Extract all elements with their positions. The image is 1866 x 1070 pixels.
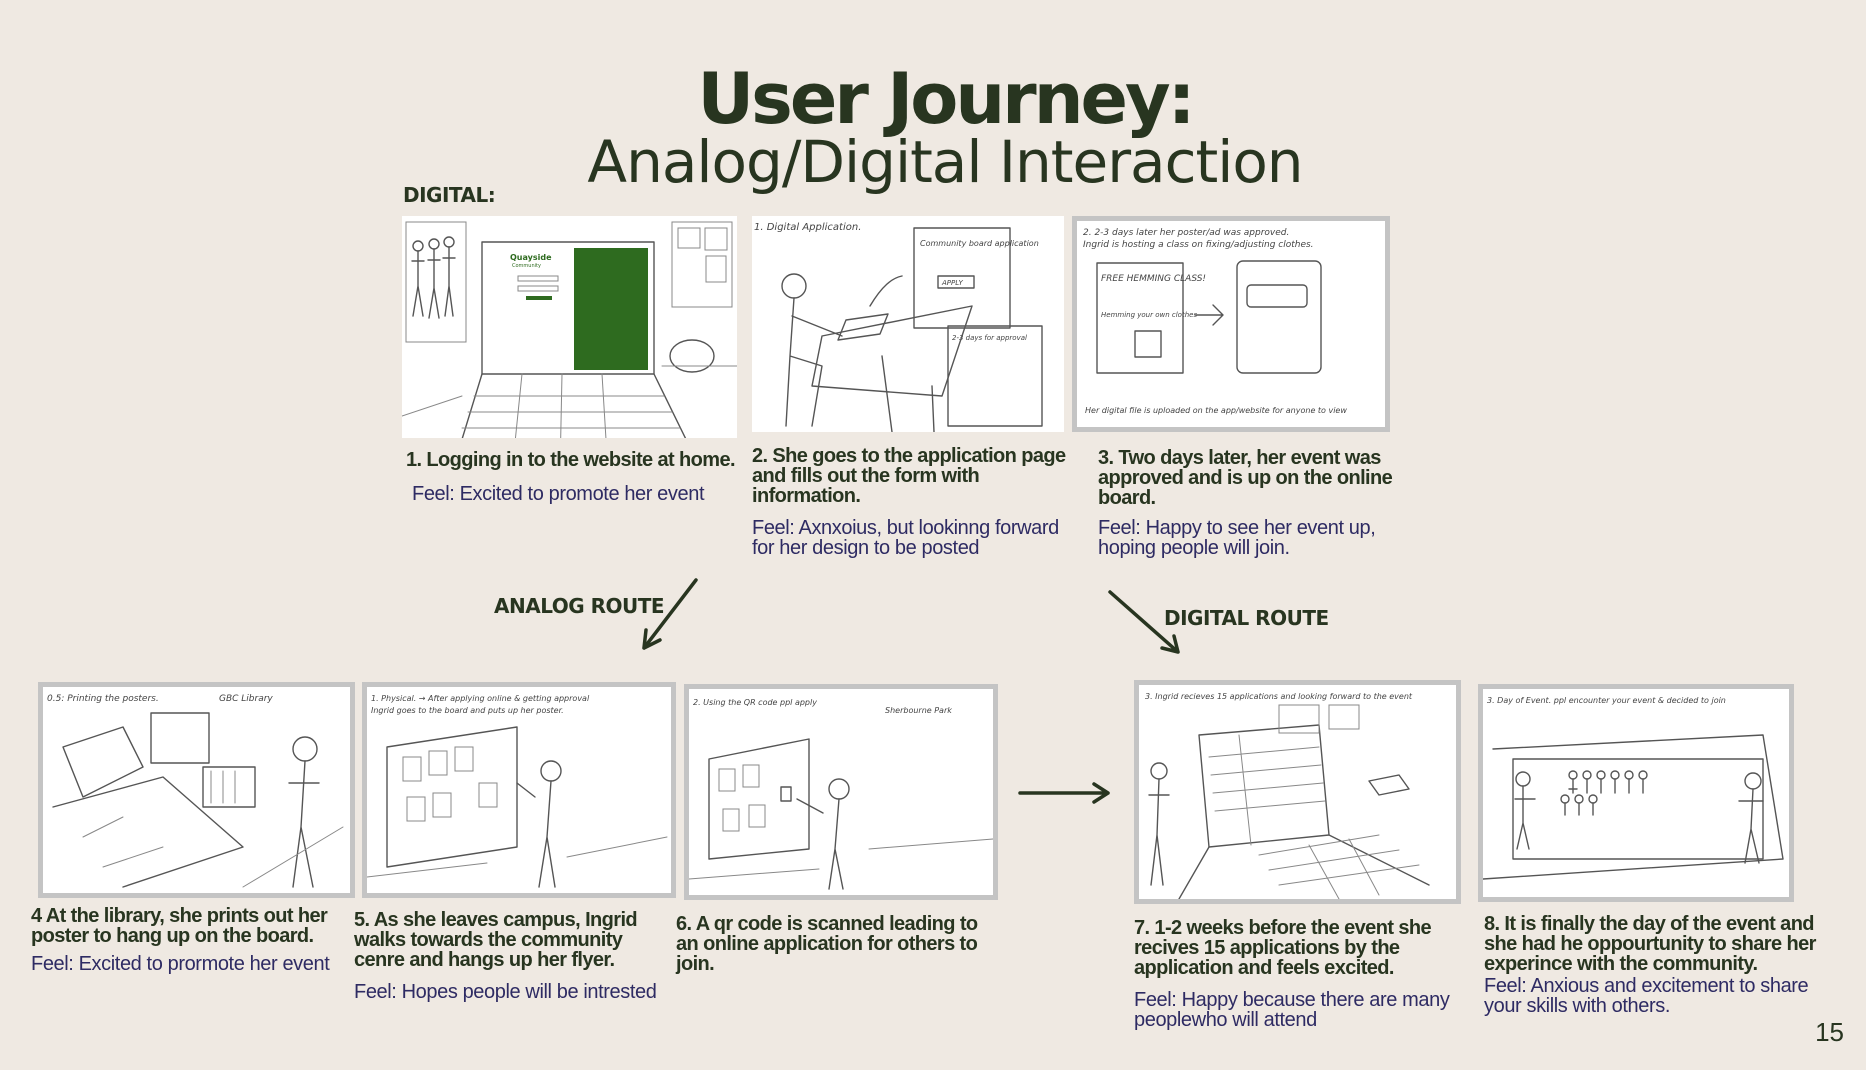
sketch-step3-caption2: Ingrid is hosting a class on fixing/adju…	[1083, 240, 1314, 250]
step-8-text: 8. It is finally the day of the event an…	[1484, 913, 1816, 975]
sketch-panel-applications: 3. Ingrid recieves 15 applications and l…	[1134, 680, 1461, 904]
sketch-step3-caption: 2. 2-3 days later her poster/ad was appr…	[1083, 228, 1289, 238]
step-3-text: 3. Two days later, her event was approve…	[1098, 447, 1393, 509]
step-3-feel: Feel: Happy to see her event up, hoping …	[1098, 517, 1376, 559]
step-7-text: 7. 1-2 weeks before the event she recive…	[1134, 917, 1432, 979]
step-4-feel: Feel: Excited to prormote her event	[31, 953, 330, 975]
step-2-feel: Feel: Axnxoius, but lookinng forward for…	[752, 517, 1059, 559]
sketch-panel-event-day: 3. Day of Event. ppl encounter your even…	[1478, 684, 1794, 902]
analog-route-label: ANALOG ROUTE	[494, 594, 665, 618]
step-8-feel: Feel: Anxious and excitement to share yo…	[1484, 975, 1809, 1017]
step-2-text: 2. She goes to the application page and …	[752, 445, 1066, 507]
sketch-step6-caption: 2. Using the QR code ppl apply	[693, 698, 817, 707]
sketch-step5-caption2: Ingrid goes to the board and puts up her…	[371, 706, 564, 715]
sketch-step2-caption: 1. Digital Application.	[754, 222, 861, 233]
arrow-right-icon	[1018, 782, 1110, 804]
sketch-library-text: GBC Library	[219, 694, 273, 704]
sketch-step5-caption: 1. Physical. → After applying online & g…	[371, 694, 590, 703]
page-title: User Journey:	[697, 58, 1195, 140]
sketch-panel-community-board: 1. Physical. → After applying online & g…	[362, 682, 676, 898]
sketch-poster-sub: Hemming your own clothes	[1101, 311, 1197, 319]
sketch-approval-text: 2-3 days for approval	[952, 334, 1027, 342]
step-5-text: 5. As she leaves campus, Ingrid walks to…	[354, 909, 638, 971]
sketch-panel-qr-code: 2. Using the QR code ppl apply Sherbourn…	[684, 684, 998, 900]
page-subtitle: Analog/Digital Interaction	[587, 128, 1303, 196]
sketch-community-text: Community	[512, 263, 541, 269]
sketch-apply-text: APPLY	[941, 279, 963, 287]
sketch-quayside-text: Quayside	[510, 253, 552, 262]
step-6-text: 6. A qr code is scanned leading to an on…	[676, 913, 978, 975]
sketch-step3-footer: Her digital file is uploaded on the app/…	[1085, 406, 1347, 415]
sketch-panel-library: 0.5: Printing the posters. GBC Library	[38, 682, 355, 898]
sketch-board-text: Community board application	[920, 239, 1039, 248]
sketch-step8-caption: 3. Day of Event. ppl encounter your even…	[1487, 696, 1726, 705]
arrow-down-right-icon	[1108, 590, 1180, 654]
sketch-step4-caption: 0.5: Printing the posters.	[47, 694, 159, 704]
step-7-feel: Feel: Happy because there are many peopl…	[1134, 989, 1450, 1031]
sketch-panel-approved: 2. 2-3 days later her poster/ad was appr…	[1072, 216, 1390, 432]
step-4-text: 4 At the library, she prints out her pos…	[31, 905, 328, 947]
step-1-text: 1. Logging in to the website at home.	[406, 449, 736, 471]
step-1-feel: Feel: Excited to promote her event	[412, 483, 705, 505]
sketch-poster-text: FREE HEMMING CLASS!	[1101, 274, 1206, 284]
step-5-feel: Feel: Hopes people will be intrested	[354, 981, 657, 1003]
arrow-down-left-icon	[642, 578, 698, 650]
page-number: 15	[1815, 1017, 1844, 1047]
digital-label: DIGITAL:	[403, 183, 496, 207]
digital-route-label: DIGITAL ROUTE	[1164, 606, 1329, 630]
sketch-panel-application: 1. Digital Application. Community board …	[752, 216, 1064, 432]
sketch-park-text: Sherbourne Park	[885, 706, 952, 715]
sketch-step7-caption: 3. Ingrid recieves 15 applications and l…	[1145, 692, 1413, 701]
sketch-panel-login: Quayside Community	[402, 216, 737, 438]
